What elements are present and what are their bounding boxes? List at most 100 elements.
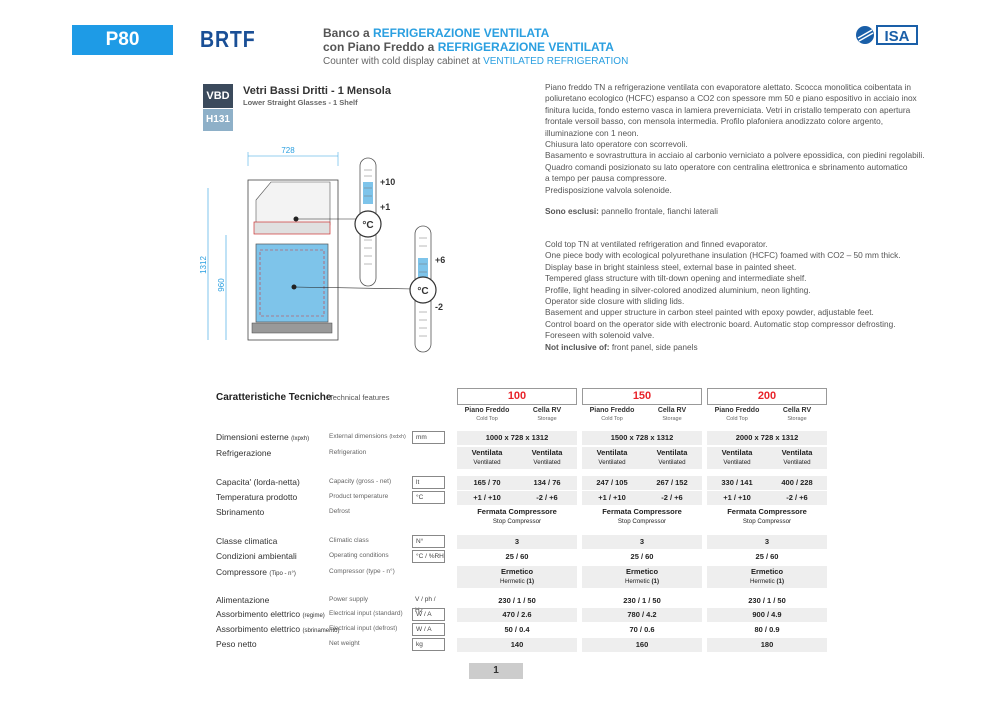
description-paragraph: Chiusura lato operatore con scorrevoli. bbox=[545, 139, 688, 150]
row-label: Peso netto bbox=[216, 639, 257, 649]
table-cell: 267 / 152 bbox=[642, 476, 702, 490]
description-line: Cold top TN at ventilated refrigeration … bbox=[545, 239, 768, 249]
table-cell: 900 / 4.9 bbox=[707, 608, 827, 622]
temp-bottom-high-label: +6 bbox=[435, 255, 445, 265]
unit-label: V / ph / Hz bbox=[415, 596, 436, 614]
table-cell: -2 / +6 bbox=[642, 491, 702, 505]
description-italian: Piano freddo TN a refrigerazione ventila… bbox=[545, 82, 925, 217]
model-name: BRTF bbox=[200, 26, 256, 52]
description-paragraph: Predisposizione valvola solenoide. bbox=[545, 184, 672, 195]
table-cell: 230 / 1 / 50 bbox=[748, 596, 786, 605]
table-cell: 470 / 2.6 bbox=[457, 608, 577, 622]
unit-box: mm bbox=[412, 431, 445, 444]
table-row: Temperatura prodotto Product temperature… bbox=[212, 491, 828, 505]
row-label-english: Electrical input (standard) bbox=[329, 610, 403, 617]
unit-box: N° bbox=[412, 535, 445, 548]
temp-top-low-label: +1 bbox=[380, 202, 390, 212]
description-line: Display base in bright stainless steel, … bbox=[545, 261, 797, 272]
description-line: Operator side closure with sliding lids. bbox=[545, 296, 685, 307]
table-row: Peso netto Net weight kg 140 160 180 bbox=[212, 638, 828, 652]
table-cell: 25 / 60 bbox=[630, 552, 654, 561]
celsius-label: °C bbox=[362, 220, 373, 231]
row-label-english: External dimensions (lxdxh) bbox=[329, 433, 406, 440]
row-label-english: Operating conditions bbox=[329, 552, 389, 559]
row-label: Temperatura prodotto bbox=[216, 492, 298, 502]
table-cell: 247 / 105 bbox=[582, 476, 642, 490]
description-line: One piece body with ecological polyureth… bbox=[545, 250, 901, 261]
table-cell: 230 / 1 / 50 bbox=[623, 596, 661, 605]
row-label: Compressore (Tipo - n°) bbox=[216, 567, 296, 577]
table-cell: 780 / 4.2 bbox=[582, 608, 702, 622]
table-cell: 1500 x 728 x 1312 bbox=[582, 431, 702, 445]
variant-subtitle: Lower Straight Glasses - 1 Shelf bbox=[243, 98, 358, 107]
title-highlight: REFRIGERAZIONE VENTILATA bbox=[373, 26, 550, 40]
table-row: Condizioni ambientali Operating conditio… bbox=[212, 550, 828, 564]
table-cell: 180 bbox=[707, 638, 827, 652]
table-cell: 400 / 228 bbox=[767, 476, 827, 490]
table-cell: +1 / +10 bbox=[457, 491, 517, 505]
row-label: Sbrinamento bbox=[216, 507, 265, 517]
isa-logo: ISA bbox=[856, 25, 918, 45]
exclusions-text: pannello frontale, fianchi laterali bbox=[598, 206, 718, 217]
page-number: 1 bbox=[469, 663, 523, 679]
row-label-english: Climatic class bbox=[329, 537, 369, 544]
table-cell: 2000 x 728 x 1312 bbox=[707, 431, 827, 445]
counter-height-label: 960 bbox=[217, 278, 226, 292]
subtitle-highlight: VENTILATED REFRIGERATION bbox=[483, 56, 629, 67]
row-label-english: Power supply bbox=[329, 596, 369, 603]
subtitle-text: Counter with cold display cabinet at bbox=[323, 56, 484, 67]
row-label: Condizioni ambientali bbox=[216, 551, 297, 561]
table-cell: 3 bbox=[457, 535, 577, 549]
table-cell: +1 / +10 bbox=[582, 491, 642, 505]
table-cell: 80 / 0.9 bbox=[754, 625, 780, 634]
model-header-150: 150 bbox=[582, 388, 702, 405]
description-paragraph: Basamento e sovrastruttura in acciaio al… bbox=[545, 150, 925, 161]
row-label: Capacita' (lorda-netta) bbox=[216, 477, 300, 487]
title-text: con Piano Freddo a bbox=[323, 40, 438, 54]
table-cell: 25 / 60 bbox=[505, 552, 529, 561]
row-label: Refrigerazione bbox=[216, 448, 272, 458]
table-cell: 50 / 0.4 bbox=[504, 625, 530, 634]
row-label-english: Compressor (type - n°) bbox=[329, 568, 395, 575]
model-header-100: 100 bbox=[457, 388, 577, 405]
row-label: Assorbimento elettrico (regime) bbox=[216, 609, 325, 619]
description-paragraph: a tempo per pausa compressore. bbox=[545, 173, 667, 184]
table-title-english: Technical features bbox=[329, 393, 390, 402]
model-header-200: 200 bbox=[707, 388, 827, 405]
exclusions-label: Sono esclusi: bbox=[545, 206, 599, 217]
width-dimension-label: 728 bbox=[281, 146, 295, 155]
technical-drawing: 728 1312 960 °C +10 +1 °C +6 -2 bbox=[199, 146, 445, 353]
celsius-label: °C bbox=[417, 286, 428, 297]
table-cell: 1000 x 728 x 1312 bbox=[457, 431, 577, 445]
title-highlight: REFRIGERAZIONE VENTILATA bbox=[437, 40, 614, 54]
row-label: Alimentazione bbox=[216, 595, 270, 605]
description-paragraph: Quadro comandi posizionato su lato opera… bbox=[545, 161, 908, 172]
table-cell: -2 / +6 bbox=[767, 491, 827, 505]
title-text: Banco a bbox=[323, 26, 374, 40]
row-label: Assorbimento elettrico (sbrinamento) bbox=[216, 624, 340, 634]
description-line: Control board on the operator side with … bbox=[545, 318, 896, 329]
description-line: Profile, light heading in silver-colored… bbox=[545, 284, 811, 295]
description-english: Cold top TN at ventilated refrigeration … bbox=[545, 239, 925, 353]
total-height-label: 1312 bbox=[199, 256, 208, 274]
table-cell: 330 / 141 bbox=[707, 476, 767, 490]
row-label-english: Defrost bbox=[329, 508, 350, 515]
table-row: Assorbimento elettrico (sbrinamento) Ele… bbox=[212, 623, 828, 637]
row-label-english: Refrigeration bbox=[329, 449, 367, 456]
table-cell: 70 / 0.6 bbox=[629, 625, 655, 634]
temp-top-high-label: +10 bbox=[380, 177, 395, 187]
